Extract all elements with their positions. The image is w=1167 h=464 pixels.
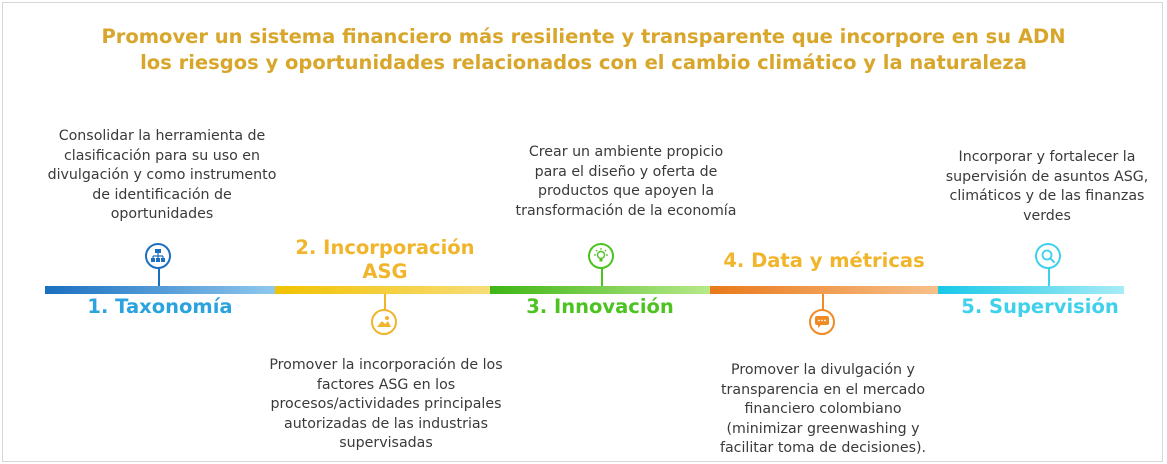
stage-3-icon-circle xyxy=(588,243,614,269)
stage-1-icon-circle xyxy=(145,243,171,269)
timeline-segment-4 xyxy=(710,286,938,294)
stage-5-icon-circle xyxy=(1035,243,1061,269)
stage-1-label: 1. Taxonomía xyxy=(87,295,233,318)
timeline-segment-3 xyxy=(490,286,710,294)
stage-1-connector xyxy=(158,268,160,286)
timeline-segment-2 xyxy=(275,286,490,294)
stage-5-label: 5. Supervisión xyxy=(961,295,1119,318)
stage-5-description: Incorporar y fortalecer la supervisión d… xyxy=(945,149,1149,224)
stage-5-connector xyxy=(1048,268,1050,286)
stage-4-connector xyxy=(822,294,824,310)
stage-3-connector xyxy=(601,268,603,286)
stage-3-description: Crear un ambiente propicio para el diseñ… xyxy=(515,144,737,219)
hierarchy-icon xyxy=(151,249,165,262)
stage-4-icon-circle xyxy=(809,309,835,335)
title-line-2: los riesgos y oportunidades relacionados… xyxy=(140,51,1027,74)
chat-icon xyxy=(815,316,829,328)
stage-2-connector xyxy=(384,294,386,310)
stage-2-label: 2. Incorporación ASG xyxy=(295,236,475,283)
timeline-segment-1 xyxy=(45,286,275,294)
search-icon xyxy=(1041,249,1055,263)
stage-4-description: Promover la divulgación y transparencia … xyxy=(719,362,927,456)
lightbulb-icon xyxy=(594,248,608,262)
title-line-1: Promover un sistema financiero más resil… xyxy=(101,25,1066,48)
timeline-segment-5 xyxy=(938,286,1124,294)
stage-3-label: 3. Innovación xyxy=(526,295,674,318)
stage-1-description: Consolidar la herramienta de clasificaci… xyxy=(47,128,277,222)
stage-4-label: 4. Data y métricas xyxy=(723,249,925,272)
stage-2-icon-circle xyxy=(371,309,397,335)
stage-2-description: Promover la incorporación de los factore… xyxy=(269,357,503,451)
landscape-icon xyxy=(377,316,391,327)
